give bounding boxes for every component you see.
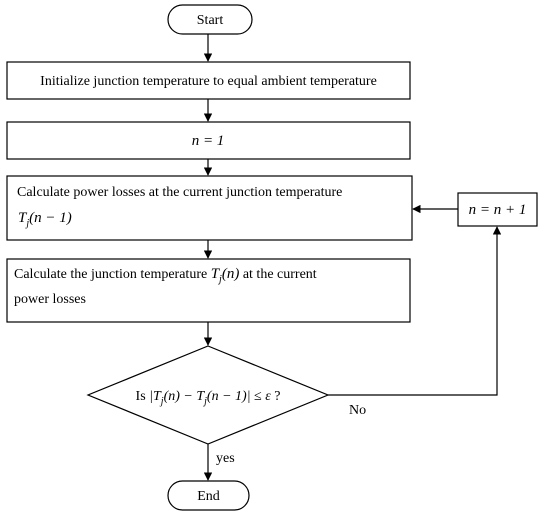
edge-decision-no (328, 226, 502, 396)
calc-temp-pre: Calculate the junction temperature (14, 267, 207, 282)
calc-losses-process-box (6, 175, 413, 241)
end-label: End (197, 489, 220, 504)
increment-process-box (457, 192, 538, 227)
no-label: No (349, 403, 366, 418)
decision-post: (n − 1)| ≤ ε (207, 389, 271, 404)
calc-losses-sub: j (24, 218, 29, 229)
end-terminal (167, 480, 250, 511)
start-label: Start (197, 13, 224, 28)
yes-label: yes (216, 451, 235, 466)
init-process-box (6, 61, 411, 100)
calc-losses-line2: Tj(n − 1) (18, 210, 72, 229)
decision-sub1: j (159, 396, 164, 407)
calc-losses-arg: (n − 1) (29, 210, 72, 226)
calc-losses-line1: Calculate power losses at the current ju… (17, 185, 342, 200)
start-terminal (167, 4, 253, 35)
decision-mid: (n) − T (164, 389, 206, 404)
calc-temp-post: at the current (243, 267, 317, 282)
init-label: Initialize junction temperature to equal… (40, 74, 377, 89)
calc-temp-line2: power losses (14, 292, 86, 307)
decision-q: ? (274, 389, 280, 404)
calc-temp-process-box (6, 258, 411, 323)
calc-losses-var: T (18, 210, 28, 226)
calc-temp-line1: Calculate the junction temperature Tj(n)… (14, 266, 317, 285)
decision-pre: Is (136, 389, 146, 404)
decision-label: Is |Tj(n) − Tj(n − 1)| ≤ ε ? (136, 389, 281, 407)
decision-sub2: j (202, 396, 207, 407)
decision-expr: |T (149, 389, 162, 404)
calc-temp-var: T (211, 266, 221, 282)
set-n-label: n = 1 (192, 133, 225, 149)
calc-temp-sub: j (217, 274, 222, 285)
calc-temp-arg: (n) (222, 266, 240, 282)
increment-label: n = n + 1 (469, 202, 527, 218)
